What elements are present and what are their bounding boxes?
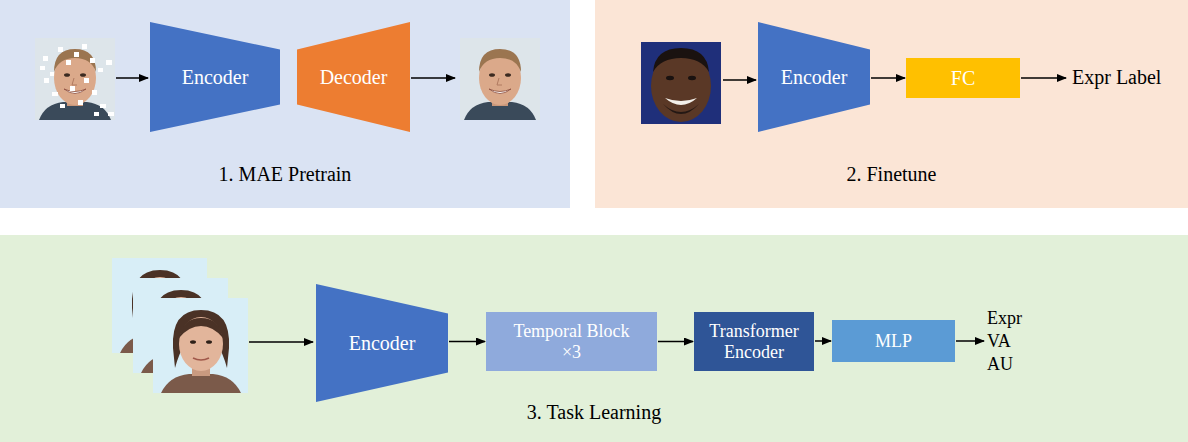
- temporal-block: Temporal Block ×3: [486, 312, 657, 371]
- node-fill: [316, 284, 448, 402]
- panel-caption: 1. MAE Pretrain: [0, 0, 570, 186]
- node-label: Encoder: [777, 66, 852, 89]
- encoder-trapezoid: Encoder: [758, 22, 870, 132]
- output-label: VA: [987, 331, 1011, 352]
- node-fill: [150, 22, 280, 132]
- node-fill: [694, 312, 814, 371]
- node-label: Encoder: [345, 332, 420, 355]
- transformer-box: Transformer Encoder: [694, 312, 814, 371]
- output-label: Expr Label: [1072, 66, 1161, 89]
- encoder-trapezoid: Encoder: [150, 22, 280, 132]
- fc-box: FC: [906, 58, 1020, 98]
- node-fill: [832, 320, 955, 362]
- output-label: AU: [987, 354, 1013, 375]
- panel-caption: 2. Finetune: [595, 0, 1188, 186]
- node-fill: [906, 58, 1020, 98]
- node-label: Temporal Block ×3: [500, 321, 643, 362]
- encoder-trapezoid: Encoder: [316, 284, 448, 402]
- node-fill: [486, 312, 657, 371]
- node-label: FC: [947, 67, 979, 90]
- node-label: Decoder: [316, 66, 392, 89]
- node-fill: [758, 22, 870, 132]
- output-label: Expr: [987, 308, 1022, 329]
- stage-panel: 1. MAE PretrainEncoder Decoder: [0, 0, 570, 208]
- node-fill: [297, 22, 410, 132]
- decoder-trapezoid: Decoder: [297, 22, 410, 132]
- stage-panel: 2. FinetuneEncoder FC: [595, 0, 1188, 208]
- node-label: Encoder: [178, 66, 253, 89]
- mlp-box: MLP: [832, 320, 955, 362]
- node-label: MLP: [871, 331, 916, 352]
- node-label: Transformer Encoder: [700, 321, 808, 362]
